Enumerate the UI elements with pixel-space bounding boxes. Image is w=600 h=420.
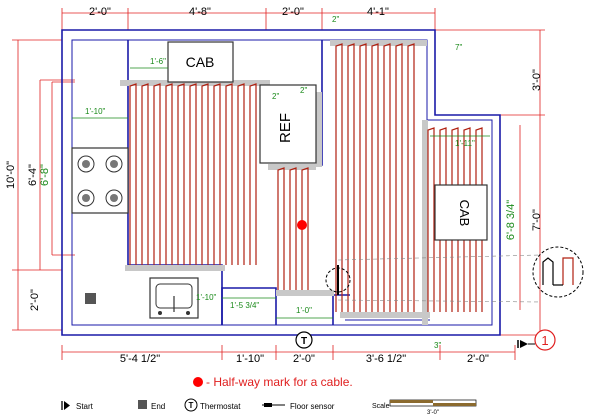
green-ref-b: 2" xyxy=(300,86,307,95)
green-cab-right: 1'-11" xyxy=(455,139,475,148)
svg-text:T: T xyxy=(301,336,307,347)
cable-loop xyxy=(347,43,355,312)
svg-text:T: T xyxy=(189,401,194,410)
thermostat-icon: T xyxy=(295,331,313,349)
cable-loop xyxy=(335,43,343,312)
legend-start-text: Start xyxy=(76,402,94,411)
circle-marker xyxy=(534,329,556,351)
cable-loop xyxy=(395,43,403,312)
cable-loop xyxy=(225,83,233,265)
left-dim-upper: 6'-4" xyxy=(27,164,39,186)
legend-floor-sensor-icon xyxy=(262,403,285,407)
cable-loop xyxy=(289,167,297,290)
heating-cable-runs xyxy=(129,43,483,312)
right-cabinet xyxy=(434,184,488,241)
stove-icon xyxy=(71,147,129,214)
top-dim-2: 4'-8" xyxy=(189,6,211,18)
right-dim-inner: 6'-8 3/4" xyxy=(505,200,517,240)
top-dim-3: 2'-0" xyxy=(282,6,304,18)
cable-loop xyxy=(383,43,391,312)
cable-loop xyxy=(153,83,161,265)
floor-pads xyxy=(120,40,430,325)
right-cabinet-label: CAB xyxy=(457,200,472,227)
right-dim-top: 3'-0" xyxy=(531,69,543,91)
cable-loop xyxy=(201,83,209,265)
left-dim-lower: 2'-0" xyxy=(29,289,41,311)
green-stove: 1'-10" xyxy=(85,107,106,116)
bottom-dim-2: 1'-10" xyxy=(236,353,264,365)
left-dim-overall: 10'-0" xyxy=(5,161,17,189)
dimension-labels: 2'-0" 4'-8" 2'-0" 4'-1" 5'-4 1/2" 1'-10"… xyxy=(5,6,543,365)
cable-loop xyxy=(189,83,197,265)
floor-sensor-icon xyxy=(325,254,541,303)
halfway-dot-icon xyxy=(297,220,307,230)
green-top-right: 2" xyxy=(332,15,339,24)
green-bottom-r: 3" xyxy=(434,341,441,350)
bottom-dim-4: 3'-6 1/2" xyxy=(366,353,406,365)
cable-loop xyxy=(129,83,137,265)
cable-loop xyxy=(359,43,367,312)
cable-loop xyxy=(177,83,185,265)
cable-loop xyxy=(165,83,173,265)
green-dimensions: 1'-6" 1'-10" 2" 2" 2" 7" 1'-11" 1'-10" 1… xyxy=(72,15,490,350)
green-center-low: 1'-0" xyxy=(296,306,312,315)
cable-loop xyxy=(237,83,245,265)
cable-loop xyxy=(277,167,285,290)
cable-loop xyxy=(249,83,257,265)
sink-icon xyxy=(149,277,199,319)
end-marker-icon xyxy=(85,293,96,304)
bottom-dim-5: 2'-0" xyxy=(467,353,489,365)
cable-loop xyxy=(141,83,149,265)
top-dim-1: 2'-0" xyxy=(89,6,111,18)
legend-halfway-dot-icon xyxy=(193,377,203,387)
green-cab-top: 1'-6" xyxy=(150,57,166,66)
legend-thermostat-icon: T xyxy=(184,398,198,412)
legend-end-text: End xyxy=(151,402,165,411)
legend-scale-value: 3'-0" xyxy=(427,410,439,416)
legend-thermostat-text: Thermostat xyxy=(200,402,241,411)
cable-loop xyxy=(371,43,379,312)
refrigerator xyxy=(259,84,317,164)
legend-end-icon xyxy=(138,400,147,409)
top-dim-4: 4'-1" xyxy=(367,6,389,18)
green-ref-a: 2" xyxy=(272,92,279,101)
cable-loop xyxy=(427,127,435,312)
green-wall-r: 7" xyxy=(455,43,462,52)
right-dim-bottom: 7'-0" xyxy=(531,209,543,231)
legend: - Half-way mark for a cable. Start End T… xyxy=(61,375,477,416)
cable-loop xyxy=(213,83,221,265)
detail-circle-icon xyxy=(532,246,584,298)
legend-start-icon xyxy=(61,401,70,410)
left-dim-upper-inner: 6'-8" xyxy=(39,164,51,186)
cable-loop xyxy=(407,43,415,312)
top-cabinet xyxy=(167,41,234,83)
legend-scale-bar xyxy=(389,399,477,407)
legend-scale-text: Scale xyxy=(372,403,390,410)
green-sink: 1'-10" xyxy=(196,293,217,302)
legend-halfway-text: - Half-way mark for a cable. xyxy=(206,375,353,389)
circle-marker-label: 1 xyxy=(541,333,548,348)
legend-floor-sensor-text: Floor sensor xyxy=(290,402,335,411)
top-cabinet-label: CAB xyxy=(186,54,215,70)
bottom-dim-1: 5'-4 1/2" xyxy=(120,353,160,365)
green-center: 1'-5 3/4" xyxy=(230,301,259,310)
start-marker-icon xyxy=(517,340,535,348)
bottom-dim-3: 2'-0" xyxy=(293,353,315,365)
refrigerator-label: REF xyxy=(277,113,294,143)
